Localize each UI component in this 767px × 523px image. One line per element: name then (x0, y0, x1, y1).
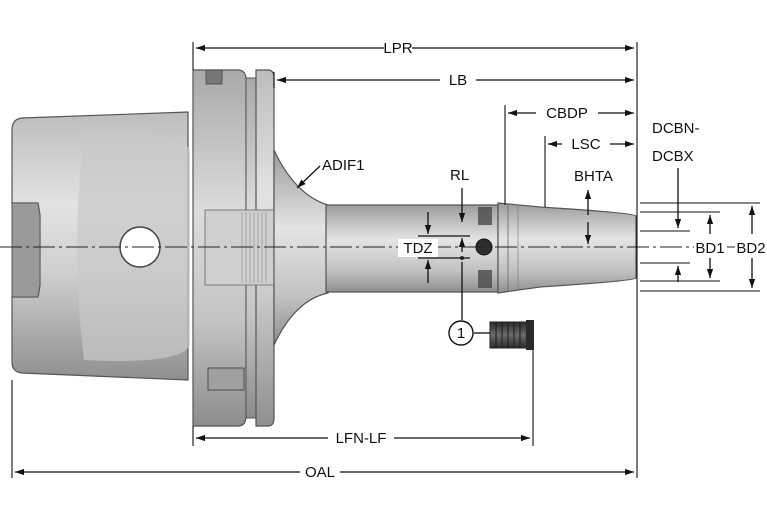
extension-lines (11, 42, 760, 478)
label-cbdp: CBDP (546, 105, 588, 122)
radial-hole-bottom (478, 270, 492, 288)
label-rl: RL (450, 167, 469, 184)
bd2-label-bg (735, 238, 767, 256)
label-oal: OAL (305, 464, 335, 481)
drive-slot (11, 202, 41, 298)
bd1-label-bg (694, 238, 727, 256)
label-dcbn-line1: DCBN- (652, 120, 700, 137)
flange-notch-top (205, 69, 223, 85)
dimension-lines (15, 44, 756, 476)
label-lfn-lf: LFN-LF (336, 430, 387, 447)
label-bhta: BHTA (574, 168, 613, 185)
callout-circle (448, 320, 474, 346)
label-callout-1: 1 (457, 325, 465, 342)
flange-notch-bottom (207, 367, 245, 391)
set-screw-body (489, 321, 533, 349)
label-lsc: LSC (571, 136, 600, 153)
label-lpr: LPR (383, 40, 412, 57)
tdz-label-bg (398, 239, 438, 257)
labels: LPR LB CBDP LSC DCBN- DCBX ADIF1 RL BHTA… (305, 40, 767, 481)
label-adif1: ADIF1 (322, 157, 365, 174)
label-bd2: BD2 (736, 240, 765, 257)
set-screw (489, 320, 534, 350)
tool-holder-body (11, 69, 637, 427)
label-bd1: BD1 (695, 240, 724, 257)
label-dcbn-line2: DCBX (652, 148, 694, 165)
label-lb: LB (449, 72, 467, 89)
label-tdz: TDZ (403, 240, 432, 257)
taper-nose (497, 202, 637, 294)
radial-hole-top (478, 207, 492, 225)
